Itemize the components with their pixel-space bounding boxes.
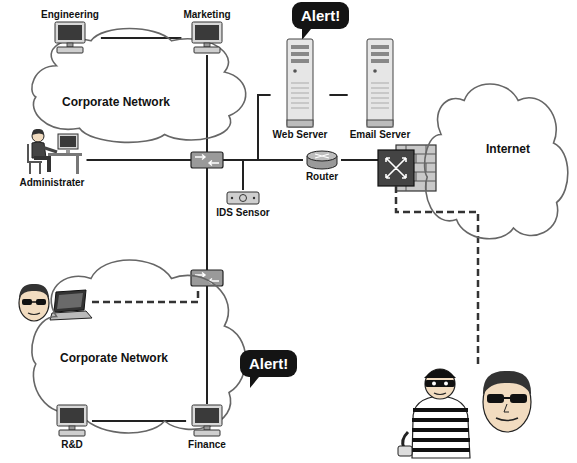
switch-icon — [191, 152, 223, 168]
device-label: R&D — [61, 438, 83, 451]
server-icon — [363, 38, 397, 128]
workstation: Finance — [186, 404, 228, 451]
intrusion-path — [396, 186, 478, 366]
cloud-shape — [32, 260, 246, 433]
workstation: Engineering — [39, 8, 101, 55]
alert-callout: Alert! — [240, 350, 297, 377]
device-label: Router — [306, 170, 338, 183]
pc-icon — [189, 21, 225, 55]
cloud-label: Internet — [486, 142, 530, 157]
network-link — [243, 160, 303, 190]
cloud-outline — [418, 75, 572, 245]
hacker-figure — [19, 284, 49, 321]
device-label: Finance — [188, 438, 226, 451]
device-label: Administrater — [19, 176, 84, 189]
workstation: R&D — [52, 404, 92, 451]
hub-icon — [378, 150, 414, 186]
device-label: Engineering — [41, 8, 99, 21]
cloud-shape — [425, 84, 568, 239]
burglar-figure — [398, 369, 470, 458]
intrusion-path — [92, 287, 198, 302]
alert-callout: Alert! — [292, 2, 349, 29]
administrator-icon — [22, 126, 82, 176]
pc-icon — [189, 404, 225, 438]
network-link — [329, 94, 347, 96]
hacker-figure — [483, 371, 531, 432]
router: Router — [303, 150, 341, 183]
network-cloud: Corporate NetworkEngineeringMarketing — [22, 22, 252, 147]
network-link — [92, 420, 186, 422]
callout-pointer — [302, 29, 311, 40]
network-cloud: Corporate NetworkR&DFinance — [22, 250, 252, 440]
callout-pointer — [250, 377, 259, 388]
router-icon — [305, 150, 339, 170]
cloud-label: Corporate Network — [62, 95, 170, 110]
administrator-workstation: Administrater — [17, 126, 86, 189]
device-label: Web Server — [273, 128, 328, 141]
server: Email Server — [348, 38, 413, 141]
cloud-label: Corporate Network — [60, 351, 168, 366]
network-cloud: Internet — [418, 75, 572, 245]
ids-sensor: IDS Sensor — [214, 190, 271, 219]
switch-icon — [191, 270, 223, 286]
server-icon — [283, 38, 317, 128]
device-label: Marketing — [183, 8, 230, 21]
device-label: IDS Sensor — [216, 206, 269, 219]
ids-icon — [226, 190, 260, 206]
pc-icon — [54, 404, 90, 438]
pc-icon — [52, 21, 88, 55]
server: Web Server — [271, 38, 330, 141]
alert-text: Alert! — [249, 355, 288, 372]
workstation: Marketing — [181, 8, 232, 55]
device-label: Email Server — [350, 128, 411, 141]
alert-text: Alert! — [301, 7, 340, 24]
cloud-shape — [32, 29, 246, 143]
